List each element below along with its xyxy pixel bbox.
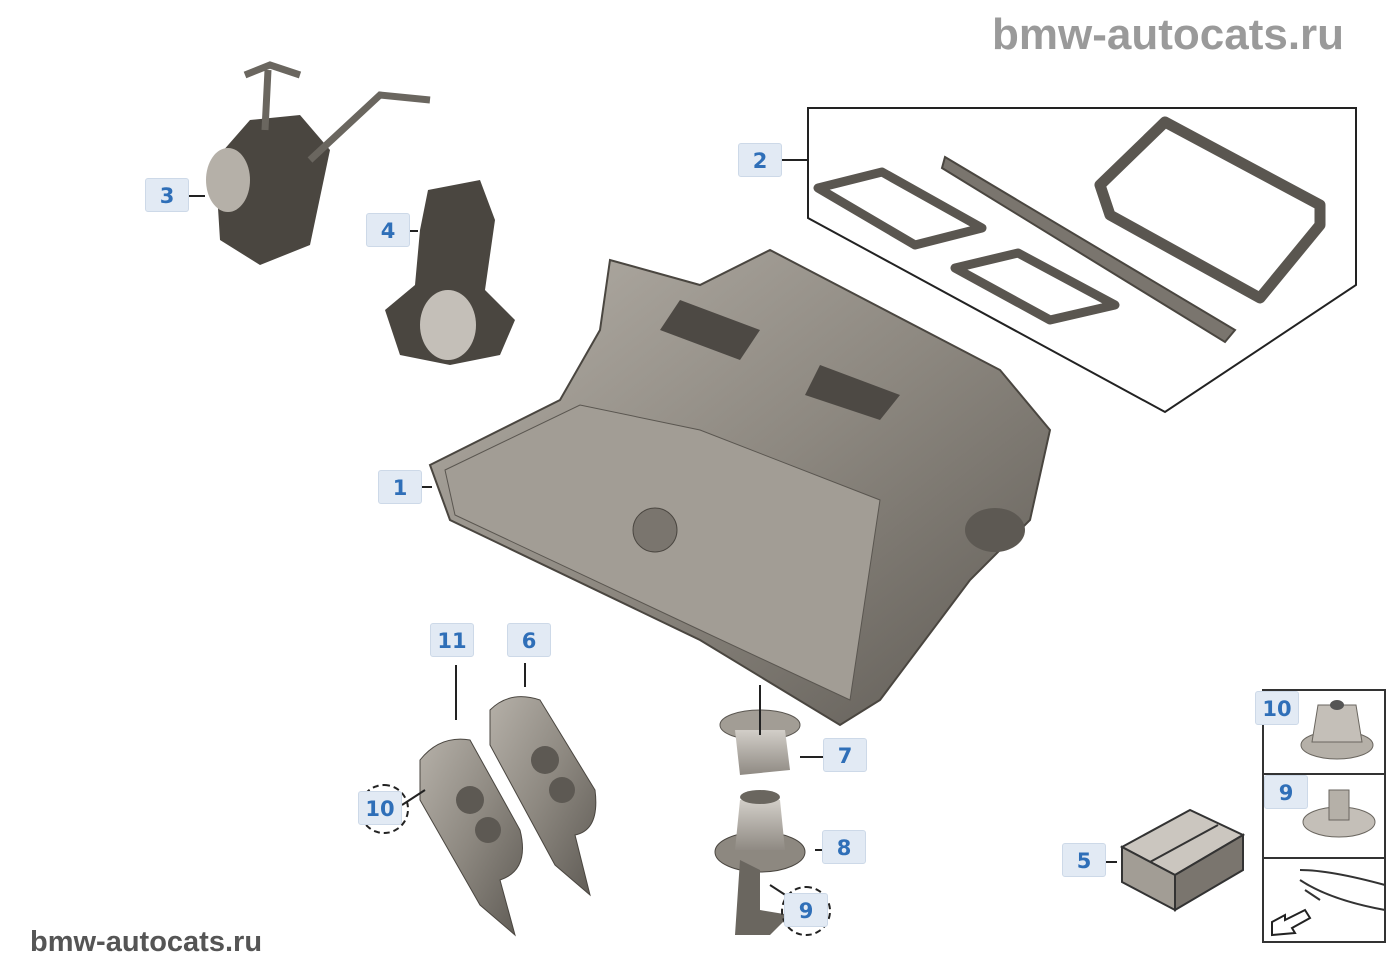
callout-6[interactable]: 6	[507, 623, 551, 657]
callout-5[interactable]: 5	[1062, 843, 1106, 877]
callout-2[interactable]: 2	[738, 143, 782, 177]
drain-valve-part-8	[714, 790, 830, 935]
washer-nut-icon	[1302, 789, 1376, 838]
legend-callout-9[interactable]: 9	[1264, 775, 1308, 809]
callout-4[interactable]: 4	[366, 213, 410, 247]
callout-7[interactable]: 7	[823, 738, 867, 772]
actuator-part-4	[385, 180, 515, 365]
callout-3[interactable]: 3	[145, 178, 189, 212]
flange-gasket-part-11	[419, 665, 523, 937]
callout-8[interactable]: 8	[822, 830, 866, 864]
callout-9-dashed-circle	[781, 886, 831, 936]
callout-10[interactable]: 10	[358, 791, 402, 825]
heater-housing-part-1	[422, 248, 1052, 727]
legend-callout-10[interactable]: 10	[1255, 691, 1299, 725]
front-car-direction-icon	[1271, 869, 1386, 937]
watermark-bottom: bmw-autocats.ru	[30, 926, 263, 958]
actuator-part-3	[180, 61, 431, 265]
nut-icon	[1300, 700, 1374, 760]
callout-11[interactable]: 11	[430, 623, 474, 657]
legend-panel	[1262, 689, 1386, 943]
callout-1[interactable]: 1	[378, 470, 422, 504]
watermark-top: bmw-autocats.ru	[992, 10, 1345, 59]
gasket-set-part-2	[770, 107, 1357, 414]
callout-9[interactable]: 9	[784, 893, 828, 927]
box-part-5	[1095, 808, 1246, 912]
flange-gasket-part-6	[489, 663, 597, 897]
